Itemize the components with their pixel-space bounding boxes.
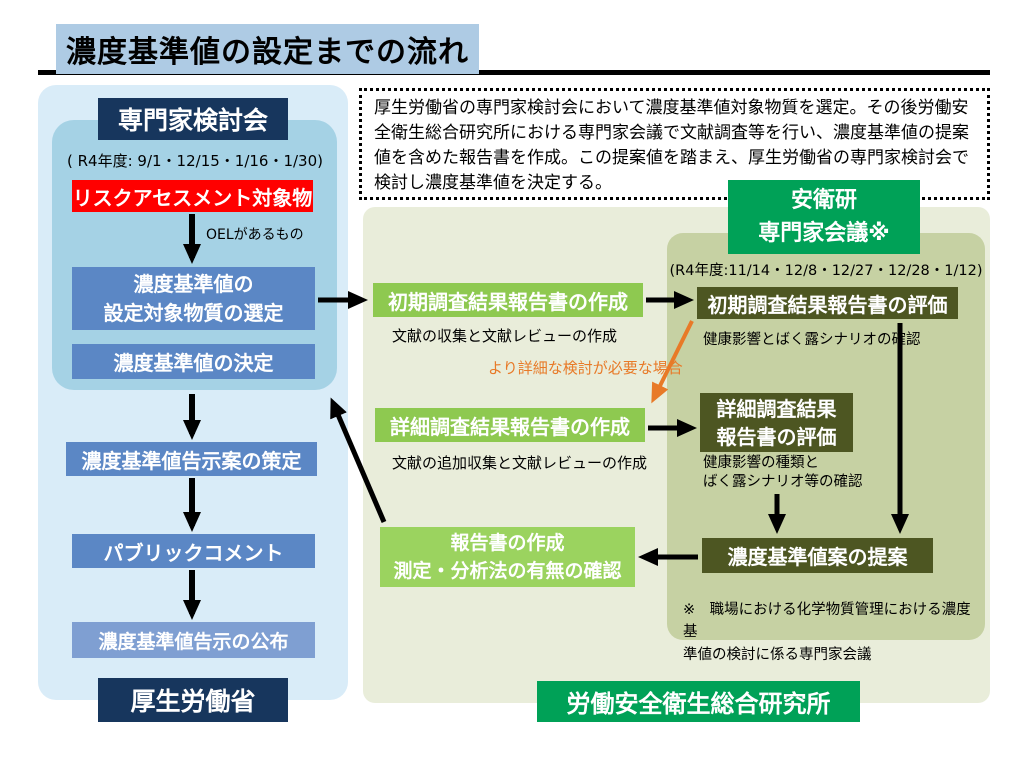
- final-report-line2: 測定・分析法の有無の確認: [393, 560, 622, 582]
- mhlw-org-label: 厚生労働省: [98, 678, 288, 722]
- expert-committee-header: 専門家検討会: [98, 98, 288, 140]
- risk-assessment-target-box: リスクアセスメント対象物: [72, 180, 313, 212]
- niosh-org-label: 労働安全衛生総合研究所: [537, 681, 860, 722]
- initial-report-evaluation-note: 健康影響とばく露シナリオの確認: [703, 332, 921, 348]
- detailed-report-evaluation-note: 健康影響の種類と ばく露シナリオ等の確認: [703, 454, 863, 492]
- final-report-box: 報告書の作成 測定・分析法の有無の確認: [380, 527, 635, 587]
- detailed-eval-note-line1: 健康影響の種類と: [703, 455, 819, 471]
- footnote: ※ 職場における化学物質管理における濃度基 準値の検討に係る専門家会議: [683, 599, 983, 666]
- expert-meeting-header: 安衛研 専門家会議※: [728, 180, 920, 254]
- initial-report-creation-note: 文献の収集と文献レビューの作成: [392, 327, 618, 345]
- detailed-report-evaluation-box: 詳細調査結果 報告書の評価: [700, 393, 853, 452]
- detailed-eval-line2: 報告書の評価: [716, 424, 837, 449]
- standard-proposal-box: 濃度基準値案の提案: [702, 538, 933, 573]
- detailed-report-creation-box: 詳細調査結果報告書の作成: [375, 408, 645, 442]
- detailed-eval-note-line2: ばく露シナリオ等の確認: [703, 473, 863, 490]
- footnote-line2: 準値の検討に係る専門家会議: [683, 646, 872, 663]
- target-substance-selection-box: 濃度基準値の 設定対象物質の選定: [72, 267, 315, 330]
- initial-report-evaluation-box: 初期調査結果報告書の評価: [697, 287, 958, 319]
- notice-draft-box: 濃度基準値告示案の策定: [66, 442, 317, 476]
- public-comment-box: パブリックコメント: [72, 534, 315, 568]
- meeting-header-line1: 安衛研: [790, 188, 857, 213]
- standard-decision-box: 濃度基準値の決定: [72, 344, 315, 379]
- detailed-report-creation-note: 文献の追加収集と文献レビューの作成: [392, 454, 648, 472]
- notice-publication-box: 濃度基準値告示の公布: [72, 622, 315, 658]
- title-divider-rule: [38, 70, 990, 75]
- page-title: 濃度基準値の設定までの流れ: [56, 24, 479, 74]
- selection-box-line2: 設定対象物質の選定: [103, 300, 284, 325]
- initial-report-creation-box: 初期調査結果報告書の作成: [373, 283, 643, 317]
- final-report-line1: 報告書の作成: [450, 531, 565, 554]
- intro-note: 厚生労働省の専門家検討会において濃度基準値対象物質を選定。その後労働安全衛生総合…: [359, 88, 990, 200]
- oel-note: OELがあるもの: [206, 227, 304, 243]
- footnote-line1: ※ 職場における化学物質管理における濃度基: [683, 602, 971, 641]
- detailed-review-branch-note: より詳細な検討が必要な場合: [488, 359, 683, 377]
- selection-box-line1: 濃度基準値の: [133, 271, 254, 296]
- meeting-header-line2: 専門家会議※: [758, 221, 890, 246]
- niosh-schedule: (R4年度:11/14・12/8・12/27・12/28・1/12): [669, 263, 983, 279]
- mhlw-schedule: ( R4年度: 9/1・12/15・1/16・1/30): [67, 152, 323, 170]
- detailed-eval-line1: 詳細調査結果: [716, 396, 837, 421]
